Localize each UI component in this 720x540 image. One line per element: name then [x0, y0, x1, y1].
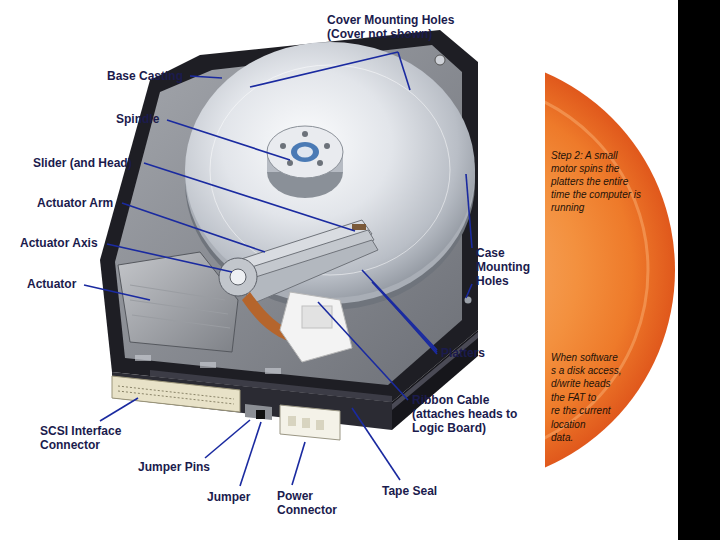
inset-text: Step 2: A small motor spins the platters… — [551, 149, 643, 214]
inset-text: When software — [551, 351, 618, 364]
part-label: Tape Seal — [382, 484, 437, 498]
part-label: SCSI Interface Connector — [40, 424, 140, 452]
part-label: Jumper — [207, 490, 250, 504]
part-label: Power Connector — [277, 489, 347, 517]
part-label: Cover Mounting Holes (Cover not shown) — [327, 13, 477, 41]
part-label: Ribbon Cable (attaches heads to Logic Bo… — [412, 393, 520, 435]
part-label: Platters — [441, 346, 485, 360]
part-label: Actuator Axis — [20, 236, 98, 250]
part-label: Base Casting — [107, 69, 183, 83]
part-label: Spindle — [116, 112, 159, 126]
inset-text: data. — [551, 431, 573, 444]
inset-text: re the current — [551, 404, 610, 417]
inset-text: the FAT to — [551, 391, 596, 404]
part-label: Jumper Pins — [138, 460, 210, 474]
inset-text: location — [551, 418, 585, 431]
part-label: Slider (and Head) — [33, 156, 132, 170]
part-label: Actuator — [27, 277, 76, 291]
inset-text: s a disk access, — [551, 364, 622, 377]
part-label: Actuator Arm — [37, 196, 113, 210]
inset-text: d/write heads — [551, 377, 610, 390]
part-label: Case Mounting Holes — [476, 246, 540, 288]
